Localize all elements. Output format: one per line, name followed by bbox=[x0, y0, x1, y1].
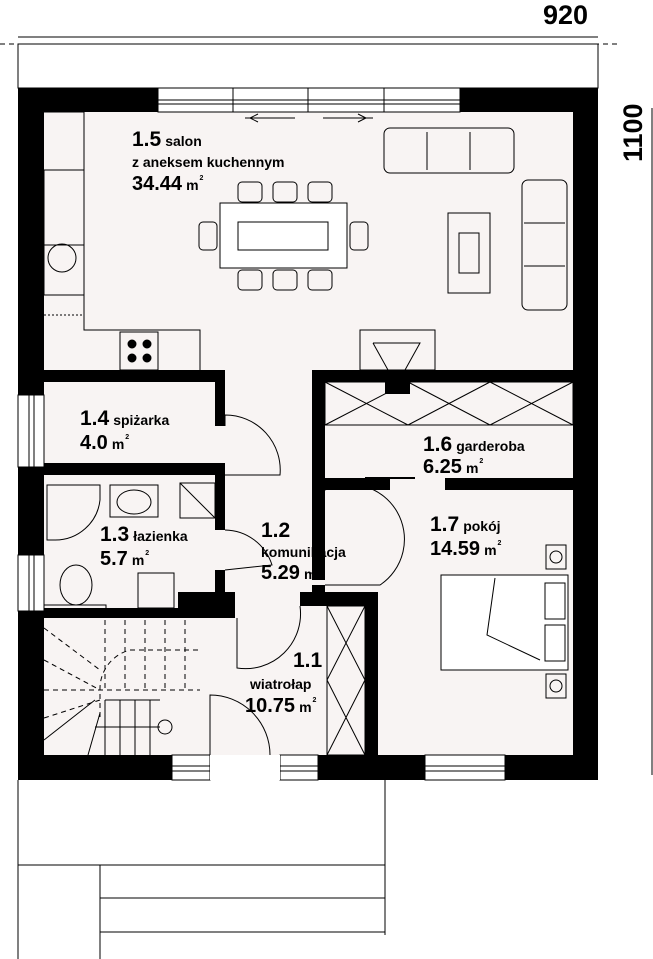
shower-icon bbox=[46, 484, 101, 541]
windows bbox=[17, 87, 506, 781]
sofa bbox=[383, 127, 568, 311]
svg-text:komunikacja: komunikacja bbox=[261, 544, 346, 560]
width-dimension: 920 bbox=[543, 0, 588, 30]
height-dimension: 1100 bbox=[618, 103, 648, 162]
lower-outline bbox=[17, 780, 386, 959]
chimney bbox=[359, 329, 436, 371]
stove-icon bbox=[119, 331, 159, 371]
nightstand-icon bbox=[545, 673, 567, 699]
svg-text:z aneksem kuchennym: z aneksem kuchennym bbox=[132, 154, 285, 170]
kitchen-sink-icon bbox=[47, 243, 77, 273]
nightstand-icon bbox=[545, 544, 567, 570]
wardrobe bbox=[324, 381, 574, 756]
interior-walls bbox=[44, 370, 573, 755]
terrace-outline bbox=[17, 43, 599, 89]
svg-text:1.1: 1.1 bbox=[293, 649, 323, 672]
kitchen-counter bbox=[43, 111, 201, 371]
bathroom-fixtures bbox=[43, 482, 216, 611]
washbasin-icon bbox=[109, 484, 159, 518]
staircase bbox=[43, 620, 200, 756]
doors bbox=[209, 414, 415, 780]
svg-text:5.7m2: 5.7m2 bbox=[100, 548, 149, 570]
svg-text:wiatrołap: wiatrołap bbox=[249, 676, 311, 692]
dining-table bbox=[198, 181, 369, 291]
svg-text:1.2: 1.2 bbox=[261, 519, 290, 542]
bed bbox=[440, 544, 569, 699]
svg-text:4.0m2: 4.0m2 bbox=[80, 432, 129, 454]
sliding-door-arrows bbox=[245, 113, 373, 123]
